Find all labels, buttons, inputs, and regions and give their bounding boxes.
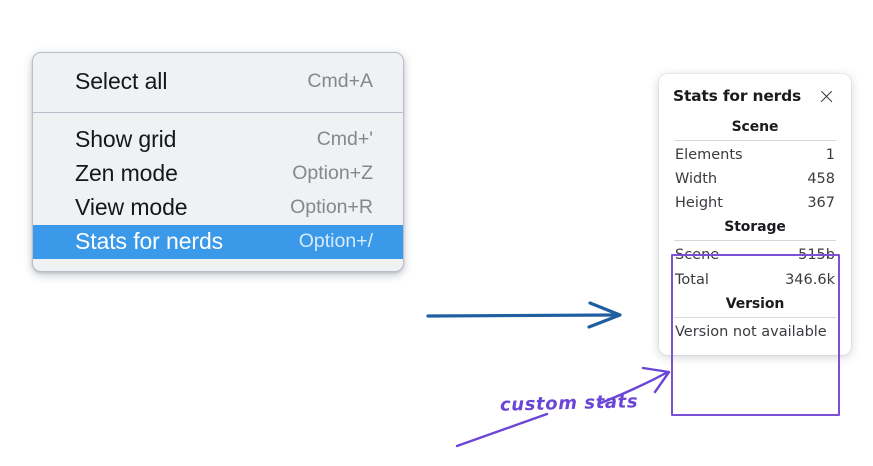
menu-item-label: Show grid	[75, 126, 177, 152]
menu-item-zen-mode[interactable]: Zen mode Option+Z	[33, 157, 403, 191]
menu-item-show-grid[interactable]: Show grid Cmd+'	[33, 123, 403, 157]
close-icon[interactable]	[818, 88, 835, 105]
custom-stats-annotation-label: custom stats	[499, 391, 639, 416]
stats-row-key: Total	[675, 271, 709, 288]
menu-item-shortcut: Option+/	[298, 230, 373, 252]
stats-row-key: Scene	[675, 247, 720, 264]
menu-item-label: View mode	[75, 194, 188, 220]
stats-row-key: Width	[675, 171, 718, 188]
context-menu[interactable]: Select all Cmd+A Show grid Cmd+' Zen mod…	[32, 52, 404, 272]
menu-divider	[33, 112, 403, 113]
menu-item-label: Zen mode	[75, 160, 178, 186]
blue-arrow-icon	[426, 301, 622, 329]
stats-row-key: Elements	[675, 147, 743, 163]
section-rule	[674, 316, 836, 318]
section-title-scene: Scene	[731, 119, 779, 135]
stats-row-value: 346.6k	[785, 271, 835, 288]
stats-row-key: Height	[675, 195, 723, 212]
stats-panel-header: Stats for nerds	[672, 86, 838, 115]
stats-row-storage-scene: Scene 515b	[672, 243, 838, 267]
menu-item-shortcut: Cmd+'	[316, 128, 373, 150]
section-rule	[674, 140, 836, 141]
menu-item-label: Stats for nerds	[75, 228, 224, 254]
stats-panel-title: Stats for nerds	[673, 87, 802, 105]
stats-row-elements: Elements 1	[672, 143, 838, 167]
stats-row-value: 458	[807, 171, 835, 188]
stats-row-value: 1	[825, 147, 835, 163]
purple-underline-stroke	[455, 412, 549, 448]
stats-row-width: Width 458	[672, 167, 838, 191]
version-note: Version not available	[675, 323, 827, 340]
stats-for-nerds-panel: Stats for nerds Scene Elements 1 Width 4…	[659, 74, 851, 355]
stats-row-value: 515b	[798, 247, 835, 264]
menu-item-shortcut: Cmd+A	[307, 70, 373, 92]
menu-item-shortcut: Option+Z	[292, 162, 373, 184]
menu-item-label: Select all	[75, 68, 168, 94]
stats-row-value: 367	[807, 195, 835, 212]
menu-item-stats-for-nerds[interactable]: Stats for nerds Option+/	[33, 225, 403, 259]
menu-group-1: Select all Cmd+A	[33, 53, 403, 112]
menu-item-view-mode[interactable]: View mode Option+R	[33, 191, 403, 225]
section-rule	[674, 240, 836, 242]
menu-item-shortcut: Option+R	[290, 196, 373, 218]
section-title-storage: Storage	[724, 219, 786, 236]
purple-arrow-icon	[599, 366, 671, 405]
section-title-version: Version	[725, 295, 785, 312]
menu-item-select-all[interactable]: Select all Cmd+A	[33, 65, 403, 99]
stats-row-storage-total: Total 346.6k	[672, 268, 838, 292]
stats-row-height: Height 367	[672, 191, 838, 215]
menu-group-2: Show grid Cmd+' Zen mode Option+Z View m…	[33, 113, 403, 271]
